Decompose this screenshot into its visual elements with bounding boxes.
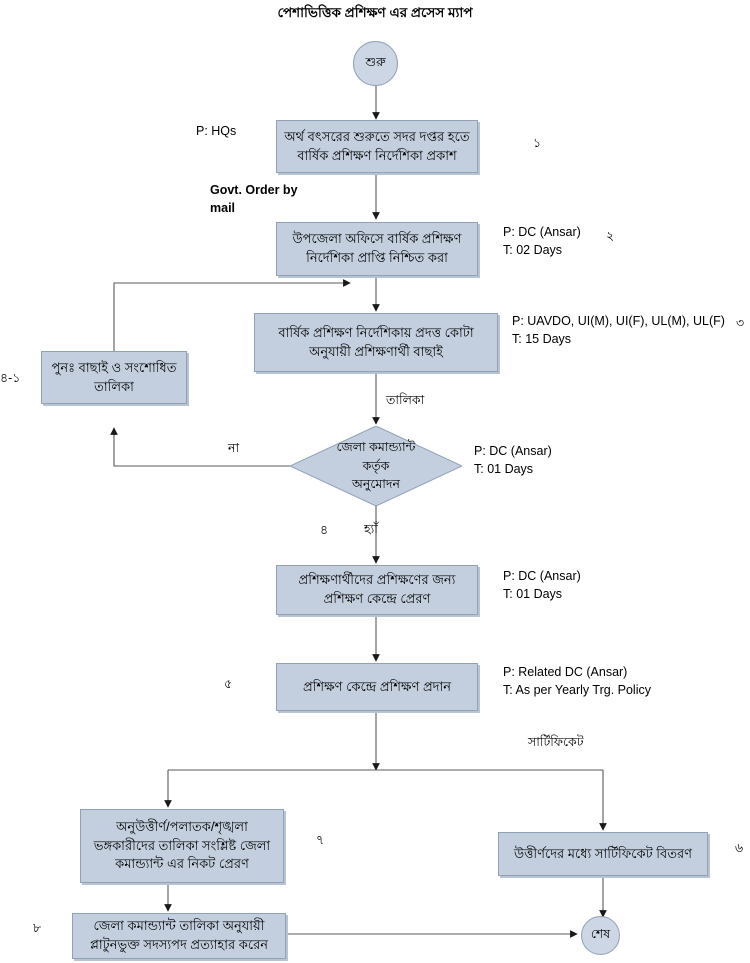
- decision-diamond-shape: [290, 426, 462, 506]
- decision-line-3: অনুমোদন: [352, 477, 400, 492]
- certificate-node-label: উত্তীর্ণদের মধ্যে সার্টিফিকেট বিতরণ: [513, 845, 693, 861]
- rework-node[interactable]: পুনঃ বাছাই ও সংশোধিত তালিকা: [41, 351, 187, 404]
- annotation-dc-02days: P: DC (Ansar) T: 02 Days: [503, 225, 581, 258]
- annotation-uavdo-15days: P: UAVDO, UI(M), UI(F), UL(M), UL(F) T: …: [512, 314, 725, 347]
- start-label: শুরু: [365, 54, 386, 69]
- process-node-1-label: অর্থ বৎসরের শুরুতে সদর দপ্তর হতে বার্ষিক…: [284, 128, 470, 163]
- process-node-6[interactable]: প্রশিক্ষণ কেন্দ্রে প্রশিক্ষণ প্রদান: [276, 663, 478, 711]
- step-number-5: ৫: [224, 677, 233, 691]
- end-label: শেষ: [590, 926, 611, 941]
- process-node-5-label: প্রশিক্ষণার্থীদের প্রশিক্ষণের জন্য প্রশি…: [298, 572, 456, 606]
- step-number-8: ৮: [33, 921, 42, 935]
- annotation-govt-order: Govt. Order by mail: [210, 183, 298, 216]
- step-number-1: ১: [533, 136, 542, 150]
- step-number-4: ৪: [320, 523, 329, 537]
- process-node-7[interactable]: অনুউত্তীর্ণ/পলাতক/শৃঙ্খলা ভঙ্গকারীদের তা…: [80, 809, 284, 883]
- process-node-7-label: অনুউত্তীর্ণ/পলাতক/শৃঙ্খলা ভঙ্গকারীদের তা…: [93, 818, 271, 872]
- end-node[interactable]: শেষ: [581, 916, 620, 955]
- edge-label-list: তালিকা: [386, 393, 425, 407]
- process-node-6-label: প্রশিক্ষণ কেন্দ্রে প্রশিক্ষণ প্রদান: [302, 678, 452, 694]
- annotation-hqs: P: HQs: [196, 124, 237, 138]
- step-number-2: ২: [606, 229, 615, 243]
- step-number-7: ৭: [316, 833, 325, 847]
- page-title: পেশাভিত্তিক প্রশিক্ষণ এর প্রসেস ম্যাপ: [277, 5, 473, 20]
- edge-label-yes: হ্যাঁ: [364, 522, 378, 536]
- process-node-8[interactable]: জেলা কমান্ড্যান্ট তালিকা অনুযায়ী প্লাটু…: [72, 913, 286, 959]
- edge-label-certificate: সার্টিফিকেট: [528, 735, 584, 749]
- decision-node-label: জেলা কমান্ড্যান্ট কর্তৃক অনুমোদন: [290, 426, 462, 506]
- process-node-8-label: জেলা কমান্ড্যান্ট তালিকা অনুযায়ী প্লাটু…: [89, 918, 269, 952]
- step-number-6: ৬: [735, 841, 744, 855]
- process-node-1[interactable]: অর্থ বৎসরের শুরুতে সদর দপ্তর হতে বার্ষিক…: [276, 120, 478, 173]
- annotation-dc-01days-decision: P: DC (Ansar) T: 01 Days: [474, 444, 552, 477]
- annotation-dc-01days-send: P: DC (Ansar) T: 01 Days: [503, 569, 581, 602]
- process-node-2-label: উপজেলা অফিসে বার্ষিক প্রশিক্ষণ নির্দেশিক…: [292, 231, 462, 265]
- edge-label-no: না: [228, 441, 240, 455]
- process-node-3-label: বার্ষিক প্রশিক্ষণ নির্দেশিকায় প্রদত্ত ক…: [278, 324, 474, 359]
- start-node[interactable]: শুরু: [353, 41, 398, 86]
- decision-node[interactable]: জেলা কমান্ড্যান্ট কর্তৃক অনুমোদন: [290, 426, 462, 506]
- process-node-2[interactable]: উপজেলা অফিসে বার্ষিক প্রশিক্ষণ নির্দেশিক…: [276, 222, 478, 276]
- step-number-3: ৩: [736, 316, 745, 330]
- step-number-4-1: ৪-১: [0, 371, 21, 385]
- process-node-3[interactable]: বার্ষিক প্রশিক্ষণ নির্দেশিকায় প্রদত্ত ক…: [254, 313, 498, 372]
- decision-line-1: জেলা কমান্ড্যান্ট: [336, 439, 416, 454]
- process-node-5[interactable]: প্রশিক্ষণার্থীদের প্রশিক্ষণের জন্য প্রশি…: [276, 565, 478, 615]
- annotation-related-dc-policy: P: Related DC (Ansar) T: As per Yearly T…: [503, 665, 651, 698]
- decision-line-2: কর্তৃক: [362, 458, 390, 473]
- rework-node-label: পুনঃ বাছাই ও সংশোধিত তালিকা: [51, 359, 177, 394]
- certificate-node[interactable]: উত্তীর্ণদের মধ্যে সার্টিফিকেট বিতরণ: [498, 832, 708, 876]
